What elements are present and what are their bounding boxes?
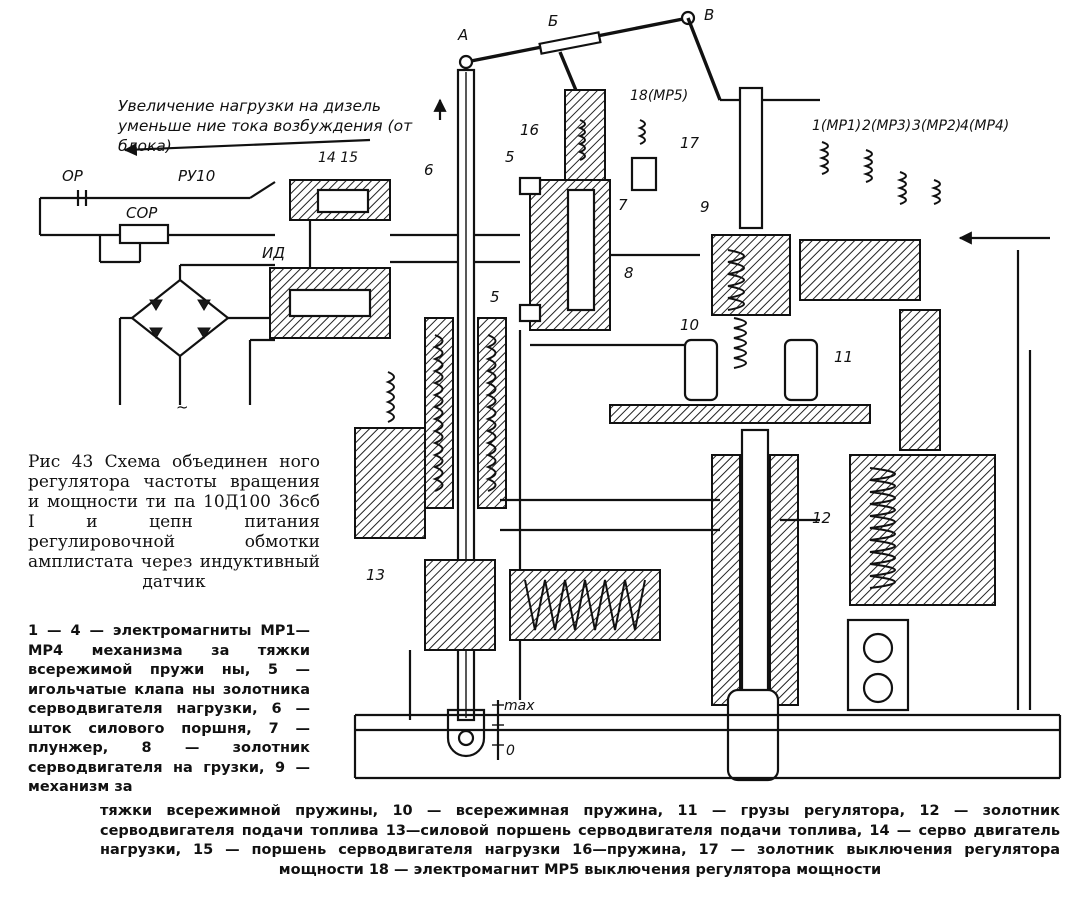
label-2: 2(МР3) [862,118,911,134]
label-9: 9 [700,198,710,216]
label-10: 10 [680,316,699,334]
label-12: 12 [812,509,831,527]
load-servomotor [269,179,520,339]
excitation-circuit: ОР РУ10 СОР ИД ~ [38,138,371,416]
lower-spring-pack [500,498,720,641]
speed-spring-mechanism: 9 10 11 [609,86,871,424]
label-11: 11 [834,348,853,366]
label-zero: 0 [506,743,515,759]
label-v: В [704,6,714,24]
top-linkage: А Б В [457,6,820,102]
label-sor: СОР [126,204,158,222]
label-3: 3(МР2) [912,118,961,134]
electromagnets-mp1-mp4: 1(МР1) 2(МР3) 3(МР2) 4(МР4) [799,118,1050,712]
power-cylinder-left: 13 [354,317,522,720]
label-1: 1(МР1) [812,118,861,134]
label-5a: 5 [505,148,515,166]
label-or: ОР [62,167,84,185]
label-16: 16 [520,121,539,139]
label-8: 8 [624,264,634,282]
oil-bath: max 0 [353,698,1062,780]
label-14-15: 14 15 [318,150,358,166]
label-6: 6 [424,161,434,179]
label-id: ИД [262,244,285,262]
label-7: 7 [618,196,628,214]
legend-side: 1 — 4 — электромагниты МР1—МР4 механизма… [28,623,310,795]
label-5b: 5 [490,288,500,306]
label-ac: ~ [176,398,189,416]
label-max: max [504,698,535,714]
fuel-servo-spool: 12 [711,428,831,782]
figure-caption: Рис 43 Схема объединен ного регулятора ч… [28,452,320,592]
label-17: 17 [680,134,700,152]
legend-bottom: тяжки всережимной пружины, 10 — всережим… [100,803,1060,878]
label-18: 18(МР5) [630,88,688,104]
label-b: Б [548,12,558,30]
label-13: 13 [366,566,385,584]
label-4: 4(МР4) [960,118,1009,134]
label-a: А [457,26,468,44]
load-servo-spool: 16 5 5 7 8 17 18(МР5) [490,88,700,347]
label-ru10: РУ10 [178,167,215,185]
load-increase-note: Увеличение нагрузки на дизель уменьше ни… [118,97,413,155]
